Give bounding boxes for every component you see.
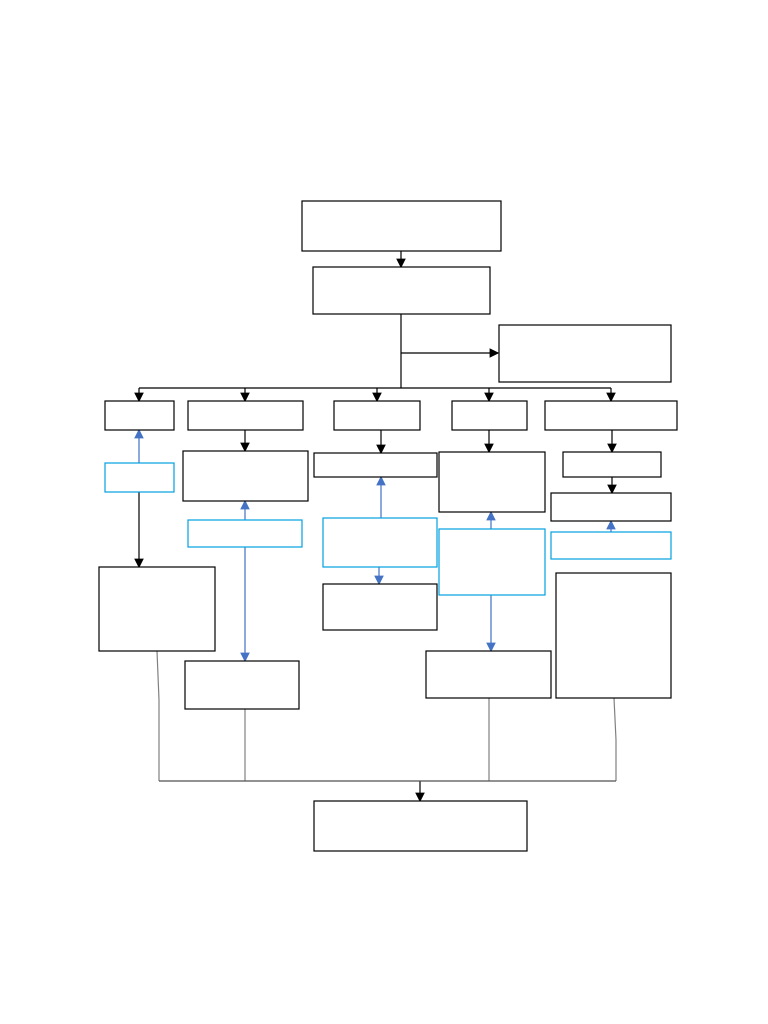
merge-line-col1 bbox=[156, 650, 160, 781]
merge-line-col5 bbox=[613, 697, 617, 781]
side-right-box bbox=[498, 324, 672, 383]
col3-bottom-box bbox=[322, 583, 438, 631]
col1-bottom-box bbox=[98, 566, 216, 652]
col5-mid2-box bbox=[550, 492, 672, 522]
col2-note-box bbox=[187, 519, 303, 548]
col1-note-box bbox=[104, 462, 175, 493]
col5-head-box bbox=[544, 400, 678, 431]
col4-head-box bbox=[451, 400, 528, 431]
col3-mid-box bbox=[313, 452, 438, 478]
col3-note-box bbox=[322, 517, 438, 568]
final-box bbox=[313, 800, 528, 852]
col1-head-box bbox=[104, 400, 175, 431]
top-box bbox=[301, 200, 502, 252]
second-box bbox=[312, 266, 491, 315]
note-boxes bbox=[104, 462, 672, 596]
col3-head-box bbox=[333, 400, 421, 431]
boxes bbox=[98, 200, 678, 852]
col5-bottom-box bbox=[555, 572, 672, 699]
merge-connectors bbox=[156, 650, 617, 782]
col2-mid-box bbox=[182, 450, 309, 502]
col4-note-box bbox=[438, 528, 546, 596]
col2-bottom-box bbox=[184, 660, 300, 710]
col4-mid-box bbox=[438, 451, 546, 513]
black-connectors bbox=[134, 251, 617, 803]
blue-connectors bbox=[134, 428, 616, 663]
col5-note-box bbox=[550, 531, 672, 560]
col5-mid1-box bbox=[562, 451, 662, 478]
col2-head-box bbox=[187, 400, 304, 431]
col4-bottom-box bbox=[425, 650, 552, 699]
